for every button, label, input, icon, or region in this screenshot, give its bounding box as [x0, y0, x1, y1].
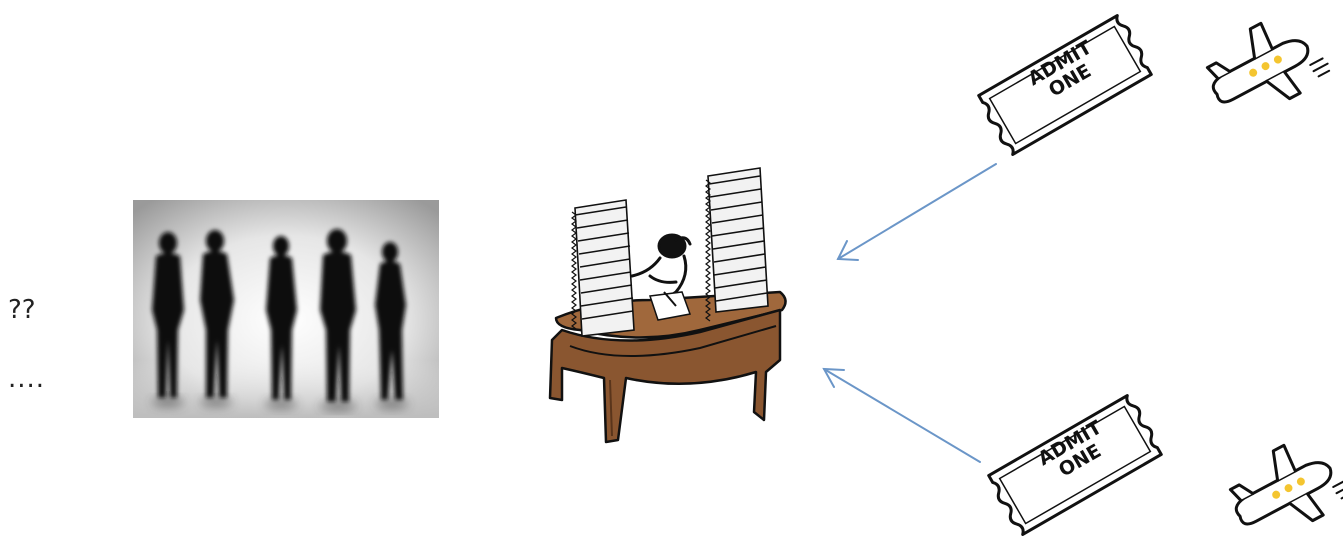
- people-queue-icon: [133, 200, 439, 418]
- ticket-icon: [987, 394, 1163, 536]
- arrow-bottom-to-desk: [822, 367, 981, 463]
- ticket-icon: [977, 14, 1153, 156]
- ellipsis-text: ....: [8, 364, 46, 394]
- airplane-icon: [1205, 21, 1331, 104]
- question-marks-text: ??: [8, 295, 36, 325]
- arrow-top-to-desk: [836, 163, 997, 261]
- clerk-desk-icon: [548, 167, 787, 444]
- airplane-icon: [1228, 443, 1343, 526]
